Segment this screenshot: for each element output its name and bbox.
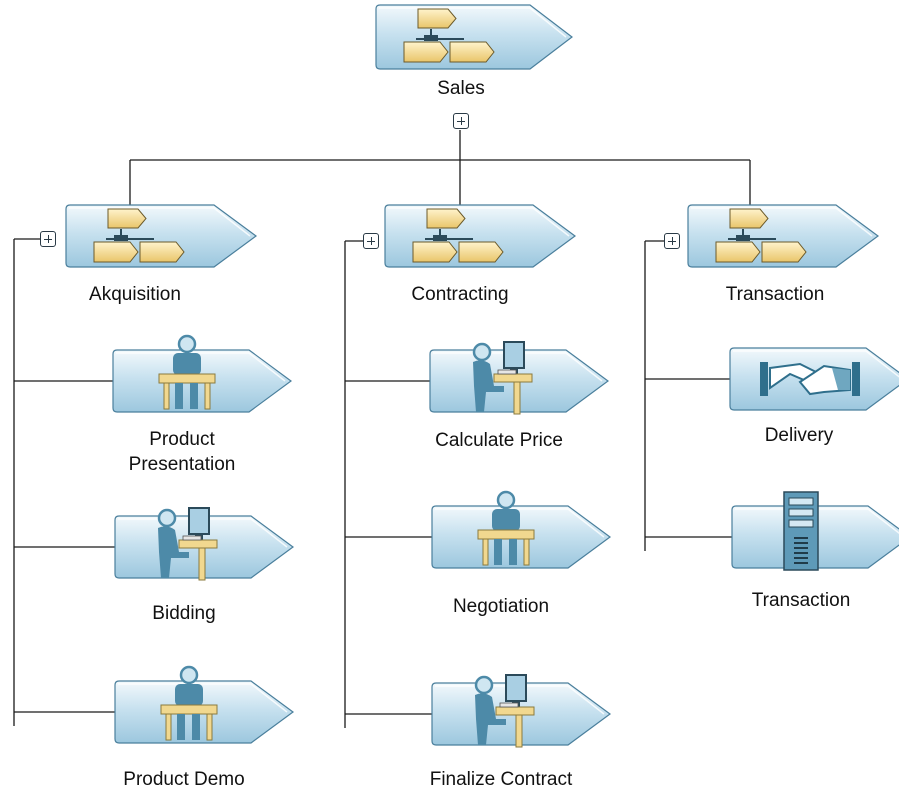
person-at-desk-icon [477, 490, 535, 566]
process-hierarchy-icon [715, 208, 807, 263]
node-contracting[interactable] [384, 204, 577, 268]
node-label: Product Demo [123, 769, 245, 790]
node-akquisition[interactable] [65, 204, 258, 268]
person-at-desk-icon [158, 334, 216, 410]
node-label: Akquisition [89, 284, 181, 305]
node-label: Finalize Contract [429, 769, 573, 790]
process-hierarchy-icon [412, 208, 504, 263]
node-label: Sales [437, 78, 485, 99]
node-label: Product Presentation [128, 429, 236, 475]
node-transaction[interactable] [731, 491, 899, 571]
node-finalize-contract[interactable] [431, 674, 612, 748]
node-delivery[interactable] [729, 347, 899, 411]
connector-lines [13, 130, 751, 728]
node-label: Delivery [764, 425, 834, 446]
expand-sales-button[interactable] [453, 113, 469, 129]
node-sales[interactable] [375, 4, 573, 70]
node-transaction[interactable] [687, 204, 880, 268]
node-bidding[interactable] [114, 507, 295, 581]
person-at-computer-icon [157, 507, 218, 581]
person-at-computer-icon [472, 341, 533, 415]
node-negotiation[interactable] [431, 490, 612, 569]
node-label: Transaction [751, 590, 851, 611]
node-label: Negotiation [452, 596, 550, 617]
expand-transaction-button[interactable] [664, 233, 680, 249]
node-label: Contracting [411, 284, 509, 305]
node-label: Transaction [725, 284, 825, 305]
handshake-icon [760, 362, 860, 396]
node-product-presentation[interactable] [112, 334, 293, 413]
node-product-demo[interactable] [114, 665, 295, 744]
person-at-computer-icon [474, 674, 535, 748]
process-hierarchy-icon [93, 208, 185, 263]
node-calculate-price[interactable] [429, 341, 610, 415]
process-hierarchy-icon [403, 8, 495, 63]
person-at-desk-icon [160, 665, 218, 741]
node-label: Calculate Price [435, 430, 563, 451]
server-icon [783, 491, 819, 571]
expand-akquisition-button[interactable] [40, 231, 56, 247]
node-label: Bidding [152, 603, 216, 624]
expand-contracting-button[interactable] [363, 233, 379, 249]
